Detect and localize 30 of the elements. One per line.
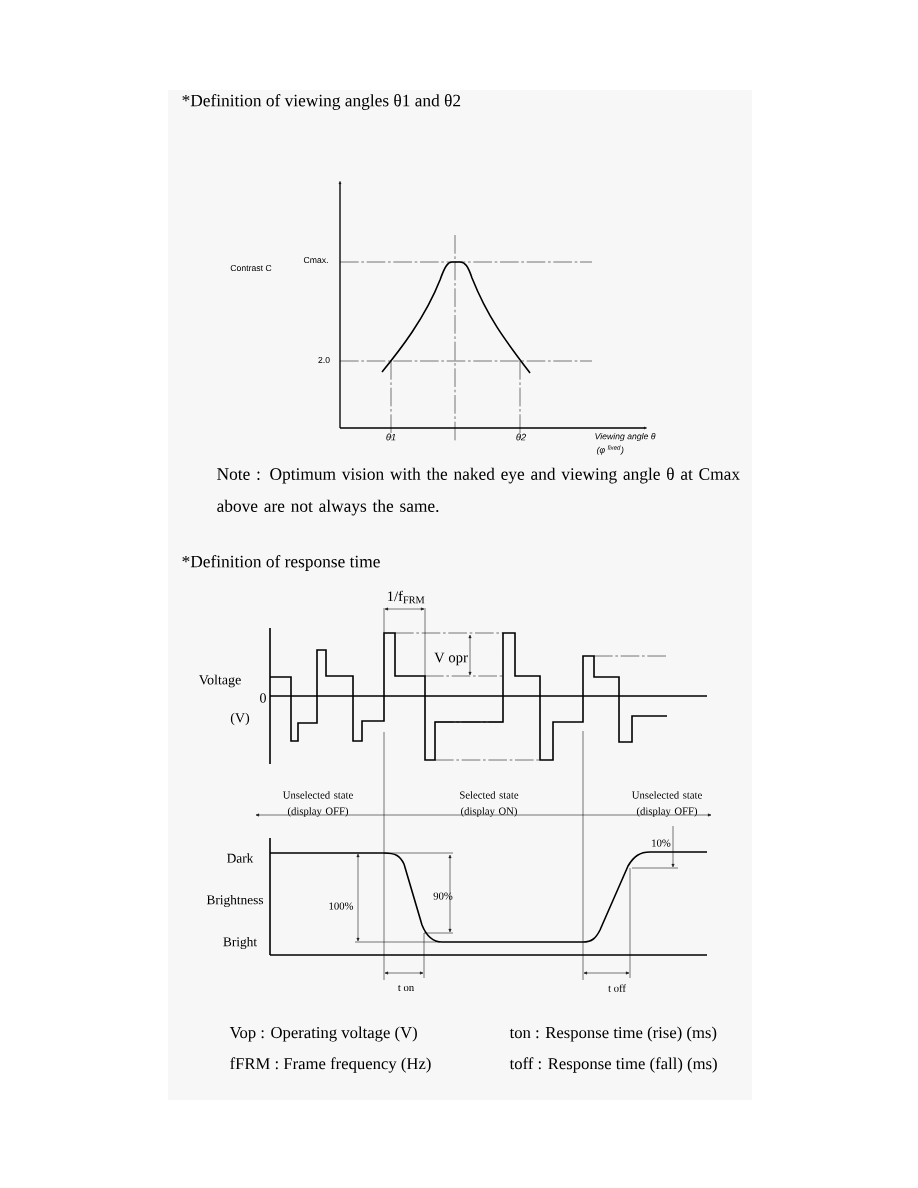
- heading: *Definition of viewing angles θ1 and θ2: [182, 94, 461, 110]
- axis-label: (V): [230, 712, 250, 726]
- axis-label: 0: [260, 693, 266, 703]
- dimension-label: t off: [608, 984, 626, 992]
- dimension-label: 10%: [652, 839, 671, 847]
- tick-label: θ1: [386, 433, 396, 441]
- axis-label: Contrast C: [230, 264, 272, 272]
- note-text: Note : Optimum vision with the naked eye and viewing angle θ at Cmax above are not always the same.: [217, 467, 740, 516]
- definition-text: ton : Response time (rise) (ms): [509, 1026, 717, 1042]
- dimension-label: V opr: [434, 652, 468, 666]
- axis-label: Voltage: [198, 674, 241, 688]
- definition-text: toff : Response time (fall) (ms): [509, 1057, 717, 1073]
- axis-label: Brightness: [206, 894, 264, 908]
- dimension-label: 1/f$_{FRM}$: [388, 590, 425, 604]
- axis-label: (φ $^{fixed}$): [597, 445, 624, 455]
- axis-label: Viewing angle θ: [595, 432, 656, 442]
- axis-label: Bright: [223, 936, 257, 950]
- tick-label: 2.0: [318, 356, 330, 364]
- dimension-label: 100%: [329, 902, 354, 910]
- tick-label: θ2: [516, 433, 526, 441]
- tick-label: Cmax.: [303, 256, 328, 264]
- state-label: Unselected state (display OFF): [632, 791, 702, 817]
- state-label: Unselected state (display OFF): [283, 791, 353, 817]
- dimension-label: 90%: [433, 892, 453, 900]
- definition-text: fFRM : Frame frequency (Hz): [230, 1057, 431, 1073]
- dimension-label: t on: [397, 984, 414, 992]
- definition-text: Vop : Operating voltage (V): [229, 1026, 417, 1042]
- axis-label: Dark: [227, 853, 254, 863]
- state-label: Selected state (display ON): [460, 791, 519, 817]
- heading: *Definition of response time: [182, 555, 380, 571]
